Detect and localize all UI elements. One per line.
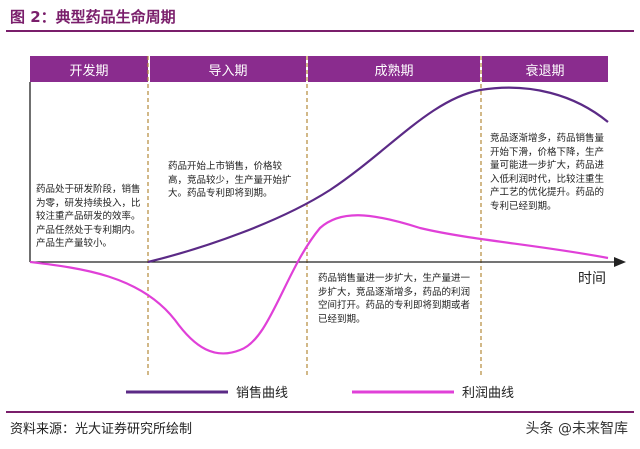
note-decline: 竞品逐渐增多，药品销售量开始下滑，价格下降，生产量可能进一步扩大，药品进入低利润… [490,132,606,213]
phase-introduction: 导入期 [150,56,306,82]
watermark: 头条 @未来智库 [525,421,628,437]
time-axis-label: 时间 [578,271,606,287]
legend-sales-label: 销售曲线 [236,386,289,401]
phase-maturity: 成熟期 [308,56,480,82]
phase-decline: 衰退期 [482,56,608,82]
legend-profit-label: 利润曲线 [462,386,515,401]
sales-curve [147,86,609,264]
note-maturity: 药品销售量进一步扩大，生产量进一步扩大，竞品逐渐增多，药品的利润空间打开。药品的… [318,272,471,326]
figure-title: 图 2：典型药品生命周期 [10,8,176,26]
time-axis-arrow [614,257,626,267]
phase-development: 开发期 [30,56,148,82]
note-introduction: 药品开始上市销售，价格较高，竞品较少，生产量开始扩大。药品专利即将到期。 [168,160,293,201]
profit-curve [29,214,609,355]
note-development: 药品处于研发阶段，销售为零，研发持续投入，比较注重产品研发的效率。产品任然处于专… [36,183,144,251]
footer-divider [6,411,634,413]
source-note: 资料来源：光大证券研究所绘制 [10,422,193,437]
title-divider [6,30,634,32]
